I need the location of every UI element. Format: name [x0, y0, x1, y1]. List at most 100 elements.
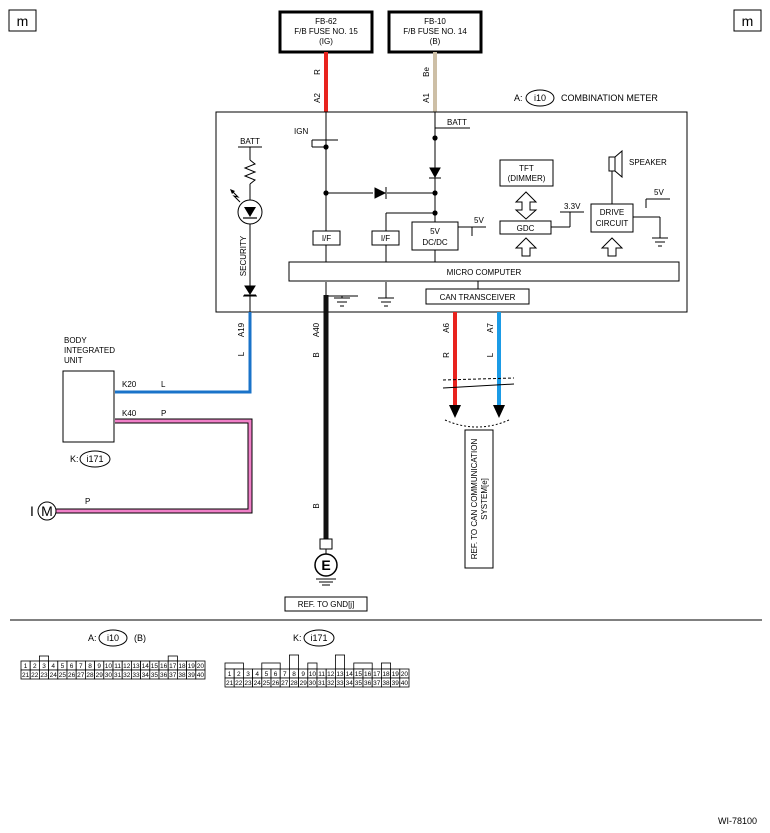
connector-pin-number: 7: [79, 663, 83, 670]
connector-pin-number: 2: [33, 663, 37, 670]
connector-pin-cell: [195, 669, 206, 680]
connector-pin-number: 34: [142, 672, 150, 679]
connector-key-tab: [224, 662, 244, 670]
connector-pin-number: 13: [336, 671, 344, 678]
connector-pin-number: 37: [373, 680, 381, 687]
connector-pin-number: 23: [40, 672, 48, 679]
connector-key-tab: [334, 654, 345, 670]
if-box-2: I/F: [371, 230, 400, 246]
connector-pin-number: 1: [228, 671, 232, 678]
connector-pin-number: 30: [309, 680, 317, 687]
wire-label-m-p: P: [85, 497, 90, 506]
connector-pin-number: 33: [132, 672, 140, 679]
connector-pin-number: 36: [160, 672, 168, 679]
connector-pin-number: 28: [290, 680, 298, 687]
connector-pin-number: 13: [132, 663, 140, 670]
wire-label-l: L: [237, 351, 246, 356]
connector-key-tab: [353, 662, 373, 670]
connector-pin-number: 20: [401, 671, 409, 678]
connector-pin-number: 15: [355, 671, 363, 678]
twisted-pair-mark: [442, 377, 515, 389]
drive-circuit-box: DRIVE CIRCUIT: [590, 203, 634, 233]
connector-pin-number: 10: [309, 671, 317, 678]
connector-pin-number: 24: [254, 680, 262, 687]
connector-key-tab: [167, 655, 178, 662]
wire-label-r-can: R: [442, 352, 451, 358]
connector-pin-number: 9: [97, 663, 101, 670]
connector-pin-number: 6: [70, 663, 74, 670]
connector-pin-number: 14: [142, 663, 150, 670]
body-unit-name-3: UNIT: [64, 356, 83, 365]
body-unit-name-1: BODY: [64, 336, 87, 345]
svg-text:GDC: GDC: [517, 224, 535, 233]
connector-pin-number: 38: [178, 672, 186, 679]
svg-text:(B): (B): [134, 633, 146, 643]
svg-text:m: m: [742, 13, 754, 29]
connector-pin-number: 19: [188, 663, 196, 670]
connector-pin-number: 33: [336, 680, 344, 687]
connector-pin-number: 31: [114, 672, 122, 679]
wire-blue-security: [115, 312, 252, 394]
svg-text:i10: i10: [107, 633, 119, 643]
connector-pin-number: 18: [178, 663, 186, 670]
svg-text:K:: K:: [293, 633, 302, 643]
svg-text:REF. TO CAN COMMUNICATION: REF. TO CAN COMMUNICATION: [470, 439, 479, 560]
connector-pin-number: 25: [59, 672, 67, 679]
connector-pin-number: 1: [24, 663, 28, 670]
svg-text:I/F: I/F: [322, 234, 331, 243]
connector-k-header: K: i171: [293, 629, 335, 647]
ground-icon: [334, 297, 350, 307]
wire-label-k20-l: L: [161, 380, 166, 389]
svg-text:COMBINATION METER: COMBINATION METER: [561, 93, 658, 103]
connector-pin-number: 31: [318, 680, 326, 687]
connector-pin-number: 28: [86, 672, 94, 679]
svg-text:i171: i171: [86, 454, 103, 464]
label-drive-5v: 5V: [654, 188, 664, 197]
connector-pin-number: 32: [123, 672, 131, 679]
connector-pin-number: 2: [237, 671, 241, 678]
connector-pin-number: 18: [382, 671, 390, 678]
connector-pin-number: 35: [355, 680, 363, 687]
diode-symbol: [244, 285, 256, 296]
speaker-icon: [608, 149, 623, 179]
can-transceiver-box: CAN TRANSCEIVER: [425, 281, 530, 305]
connector-pin-number: 34: [346, 680, 354, 687]
label-dcdc-out: 5V: [474, 216, 484, 225]
connector-pin-number: 22: [235, 680, 243, 687]
diode-symbol: [429, 167, 441, 179]
svg-text:FB-62: FB-62: [315, 17, 337, 26]
svg-text:SYSTEM[e]: SYSTEM[e]: [480, 478, 489, 520]
svg-text:F/B FUSE NO. 15: F/B FUSE NO. 15: [294, 27, 358, 36]
svg-text:CIRCUIT: CIRCUIT: [596, 219, 629, 228]
svg-text:MICRO COMPUTER: MICRO COMPUTER: [447, 268, 522, 277]
up-arrow-icon: [514, 237, 538, 257]
meter-title: A: i10 COMBINATION METER: [514, 89, 658, 107]
connector-pin-number: 3: [246, 671, 250, 678]
connector-pin-number: 8: [88, 663, 92, 670]
corner-mark-left: m: [8, 9, 37, 32]
connector-pin-number: 11: [114, 663, 121, 670]
dcdc-box: 5V DC/DC: [411, 221, 459, 251]
wire-label-b-lower: B: [312, 503, 321, 508]
connector-pin-number: 8: [292, 671, 296, 678]
wire-label-k40-p: P: [161, 409, 166, 418]
ground-reference-box: REF. TO GND[j]: [284, 596, 368, 612]
connector-pin-number: 22: [31, 672, 39, 679]
body-integrated-unit-box: [62, 370, 115, 443]
pin-label-k40: K40: [122, 409, 137, 418]
ground-icon: [378, 282, 394, 307]
connector-pin-number: 39: [188, 672, 196, 679]
micro-computer-box: MICRO COMPUTER: [288, 261, 680, 282]
svg-text:I/F: I/F: [381, 234, 390, 243]
label-speaker: SPEAKER: [629, 158, 667, 167]
connector-pin-number: 40: [197, 672, 205, 679]
svg-text:i10: i10: [534, 93, 546, 103]
label-3v3: 3.3V: [564, 202, 581, 211]
svg-text:m: m: [17, 13, 29, 29]
connector-pin-number: 5: [265, 671, 269, 678]
label-security: SECURITY: [239, 235, 248, 276]
fuse-box-14: FB-10 F/B FUSE NO. 14 (B): [387, 10, 483, 54]
diode-symbol: [374, 187, 387, 199]
svg-text:(B): (B): [430, 37, 441, 46]
